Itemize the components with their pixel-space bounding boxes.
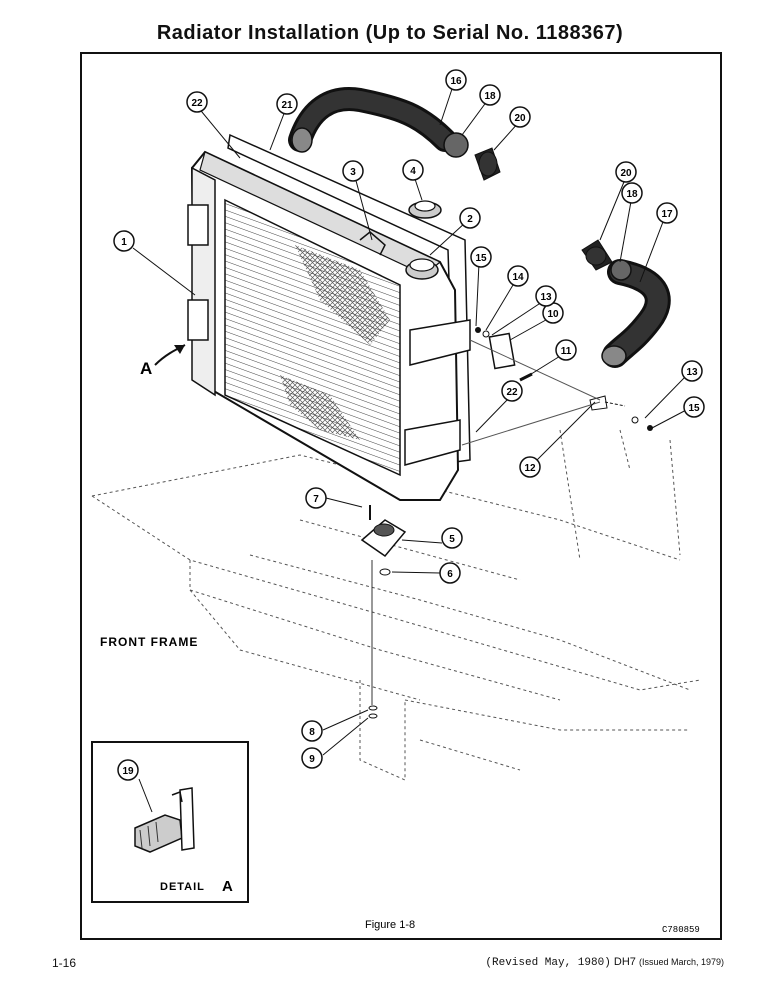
svg-text:12: 12 — [524, 463, 536, 474]
svg-text:16: 16 — [450, 76, 462, 87]
front-frame-outline — [91, 429, 701, 781]
callout-22-lower: 22 — [501, 380, 523, 402]
callout-14: 14 — [507, 265, 529, 287]
figure-caption: Figure 1-8 — [365, 919, 415, 931]
view-arrow-label: A — [140, 359, 152, 378]
callout-12: 12 — [519, 456, 541, 478]
revision-text: (Revised May, 1980) — [485, 957, 611, 969]
callout-20-lower: 20 — [615, 161, 637, 183]
svg-text:14: 14 — [512, 272, 524, 283]
svg-text:18: 18 — [626, 189, 638, 200]
mount-bracket — [461, 327, 653, 446]
callout-5: 5 — [441, 527, 463, 549]
svg-text:22: 22 — [506, 387, 518, 398]
svg-text:1: 1 — [121, 237, 127, 248]
view-arrow-a: A — [140, 344, 186, 378]
drawing-code: C780859 — [662, 925, 700, 935]
callout-16: 16 — [445, 69, 467, 91]
detail-label: DETAIL — [160, 881, 205, 893]
svg-text:2: 2 — [467, 214, 473, 225]
leader-lines — [132, 85, 691, 813]
svg-text:9: 9 — [309, 754, 315, 765]
page-number: 1-16 — [52, 956, 77, 970]
issued-text: (Issued March, 1979) — [638, 957, 724, 967]
callout-2: 2 — [459, 207, 481, 229]
callout-20-upper: 20 — [509, 106, 531, 128]
lower-hose — [601, 259, 671, 368]
filler-neck — [405, 258, 439, 280]
svg-text:18: 18 — [484, 91, 496, 102]
page-title: Radiator Installation (Up to Serial No. … — [156, 22, 624, 44]
svg-text:5: 5 — [449, 534, 455, 545]
callout-8: 8 — [301, 720, 323, 742]
svg-text:22: 22 — [191, 98, 203, 109]
detail-letter: A — [222, 878, 233, 895]
callout-1: 1 — [113, 230, 135, 252]
svg-text:3: 3 — [350, 167, 356, 178]
callout-21: 21 — [276, 93, 298, 115]
hose-coupling-upper — [474, 147, 501, 181]
front-frame-label: FRONT FRAME — [100, 635, 198, 649]
callout-4: 4 — [402, 159, 424, 181]
callouts: 1 2 3 4 5 6 7 8 9 10 11 12 13 13 14 15 1… — [113, 69, 705, 781]
callout-7: 7 — [305, 487, 327, 509]
svg-text:21: 21 — [281, 100, 293, 111]
svg-text:10: 10 — [547, 309, 559, 320]
callout-22-upper: 22 — [186, 91, 208, 113]
svg-text:15: 15 — [475, 253, 487, 264]
svg-text:17: 17 — [661, 209, 673, 220]
callout-18-lower: 18 — [621, 182, 643, 204]
upper-hose — [288, 87, 469, 158]
callout-6: 6 — [439, 562, 461, 584]
svg-text:4: 4 — [410, 166, 416, 177]
svg-text:19: 19 — [122, 766, 134, 777]
svg-text:11: 11 — [561, 346, 572, 357]
hose-coupling-lower — [581, 239, 613, 271]
callout-17: 17 — [656, 202, 678, 224]
callout-19: 19 — [117, 759, 139, 781]
figure-frame — [80, 52, 722, 940]
detail-a-box: DETAIL A — [91, 741, 249, 903]
svg-text:20: 20 — [620, 168, 632, 179]
overflow-tube — [359, 231, 386, 256]
callout-13-right: 13 — [681, 360, 703, 382]
callout-15-right: 15 — [683, 396, 705, 418]
callout-3: 3 — [342, 160, 364, 182]
revision-footer: (Revised May, 1980) DH7 (Issued March, 1… — [485, 956, 724, 969]
svg-text:20: 20 — [514, 113, 526, 124]
svg-text:13: 13 — [540, 292, 552, 303]
radiator-core — [187, 150, 471, 501]
callout-15-upper: 15 — [470, 246, 492, 268]
callout-9: 9 — [301, 747, 323, 769]
rubber-mount — [360, 505, 407, 719]
svg-text:6: 6 — [447, 569, 453, 580]
callout-11: 11 — [555, 339, 577, 361]
callout-18-upper: 18 — [479, 84, 501, 106]
svg-text:15: 15 — [688, 403, 700, 414]
svg-text:8: 8 — [309, 727, 315, 738]
radiator-cap — [408, 200, 442, 219]
callout-10: 10 — [542, 302, 564, 324]
svg-text:13: 13 — [686, 367, 698, 378]
doc-code: DH7 — [613, 956, 636, 968]
callout-13-upper: 13 — [535, 285, 557, 307]
svg-text:7: 7 — [313, 494, 319, 505]
